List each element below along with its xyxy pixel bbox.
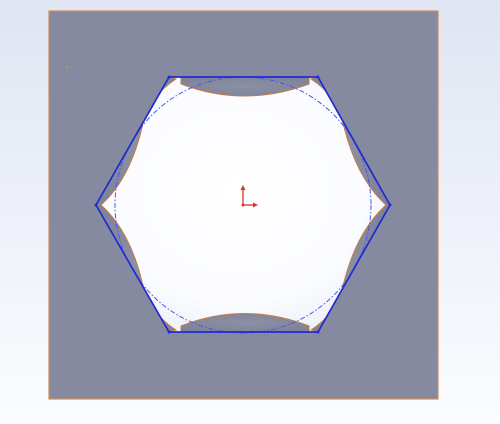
corner-scallops[interactable] <box>96 77 390 332</box>
plate-vertex-point <box>65 65 69 69</box>
origin-icon[interactable] <box>240 185 259 208</box>
bottom-scallop[interactable] <box>180 313 310 333</box>
